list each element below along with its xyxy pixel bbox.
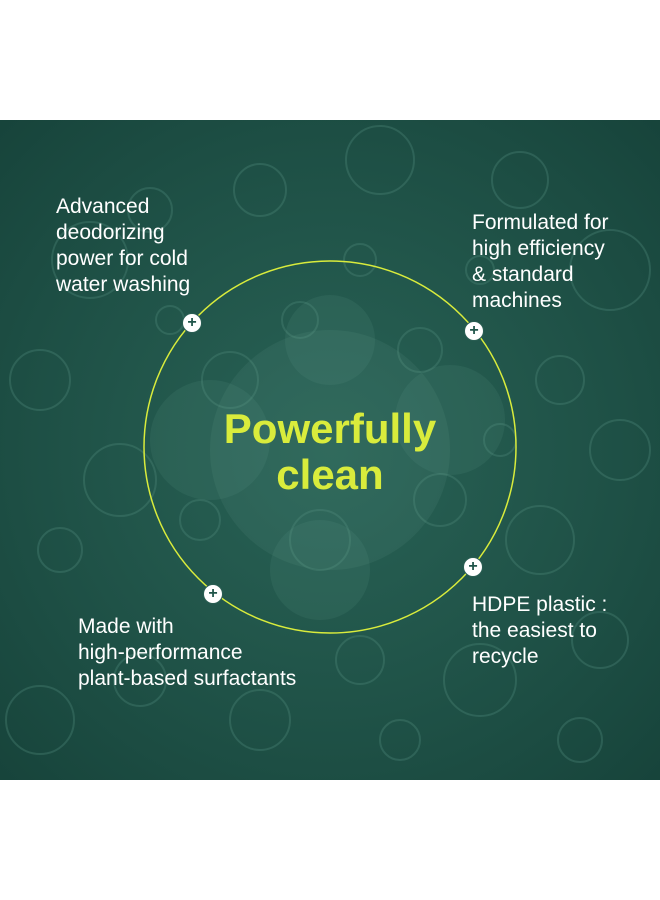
feature-text-cold-water-deodorizing: Advanced deodorizing power for cold wate…	[56, 195, 191, 296]
feature-text-machine-compatibility: Formulated for high efficiency & standar…	[472, 211, 609, 312]
headline: Powerfully clean	[223, 405, 437, 498]
feature-ring	[143, 260, 517, 634]
feature-text-plant-based-surfactants: Made with high-performance plant-based s…	[78, 615, 297, 690]
plus-icon[interactable]: +	[464, 321, 484, 341]
plus-icon[interactable]: +	[463, 557, 483, 577]
plus-icon[interactable]: +	[182, 313, 202, 333]
product-feature-panel: Advanced deodorizing power for cold wate…	[0, 120, 660, 780]
foam-bubbles-background	[0, 120, 660, 780]
feature-text-recyclable-plastic: HDPE plastic : the easiest to recycle	[472, 593, 608, 668]
plus-icon[interactable]: +	[203, 584, 223, 604]
